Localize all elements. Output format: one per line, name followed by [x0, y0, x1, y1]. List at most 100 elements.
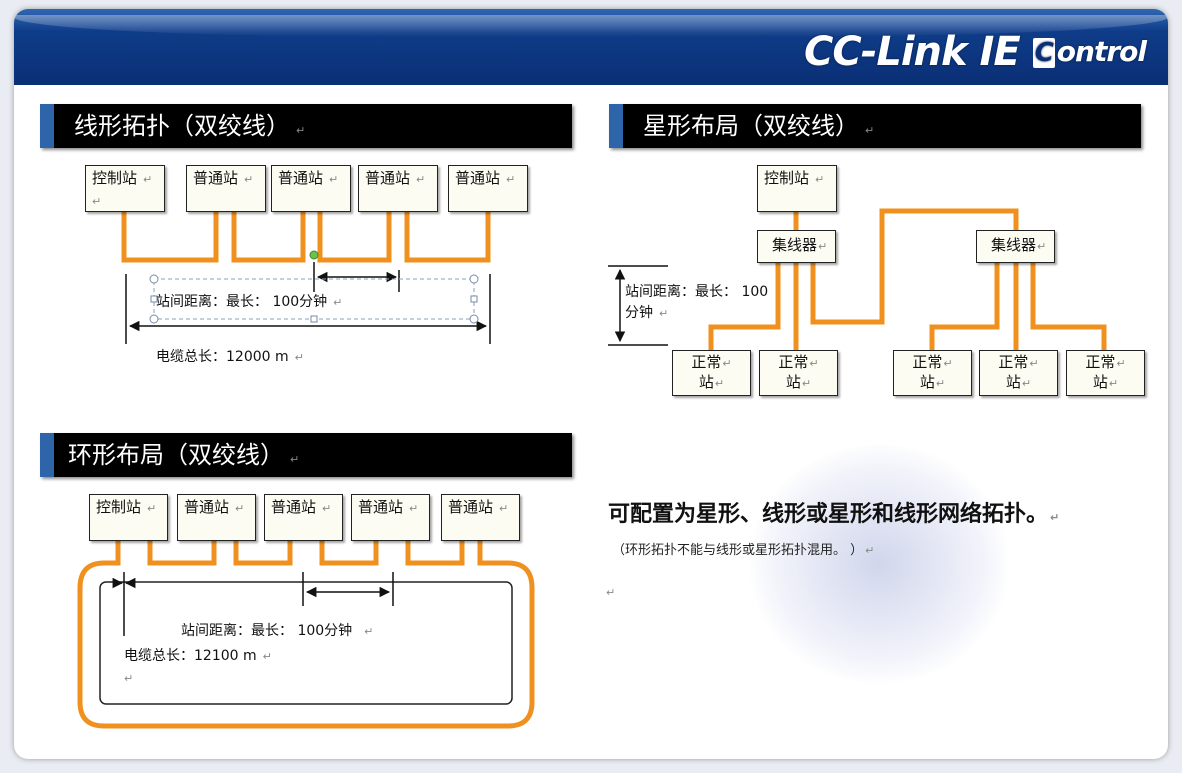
station-label-line1: 正常 — [1085, 353, 1116, 371]
hub-label: 集线器 — [991, 236, 1037, 254]
paragraph-mark: ↵ — [124, 672, 134, 685]
paragraph-mark: ↵ — [329, 173, 339, 186]
ring-topology-cables — [77, 541, 535, 729]
paragraph-mark: ↵ — [364, 625, 374, 638]
ring-topology-title-text: 环形布局（双绞线） — [68, 441, 284, 469]
paragraph-mark: ↵ — [1050, 511, 1060, 524]
star-station-control: 控制站 ↵ — [757, 165, 837, 212]
ring-outer-loop — [77, 541, 535, 729]
paragraph-mark: ↵ — [714, 377, 725, 390]
paragraph-mark: ↵ — [322, 502, 332, 515]
star-normal-station-3: 正常↵站↵ — [893, 350, 972, 396]
ring-cable-segment-2 — [233, 541, 293, 566]
paragraph-mark: ↵ — [865, 124, 875, 137]
paragraph-mark: ↵ — [506, 173, 516, 186]
paragraph-mark: ↵ — [815, 173, 825, 186]
paragraph-mark: ↵ — [935, 377, 946, 390]
station-label-line1: 正常 — [912, 353, 943, 371]
handle-tl — [149, 274, 159, 284]
ring-cable-total-text: 电缆总长：12100 m — [124, 648, 257, 664]
background-glow — [749, 444, 1009, 684]
line-cable-segment-1 — [121, 212, 219, 263]
paragraph-mark: ↵ — [606, 586, 616, 599]
ring-cable-segment-4 — [405, 541, 465, 566]
station-label-line2: 站 — [919, 373, 935, 391]
star-topology-title-text: 星形布局（双绞线） — [643, 112, 859, 140]
paragraph-mark: ↵ — [809, 357, 819, 370]
ring-station-normal-4: 普通站 ↵ — [441, 494, 520, 541]
line-station-normal-3: 普通站 ↵ — [358, 165, 438, 212]
line-station-control: 控制站 ↵ ↵ — [85, 165, 165, 212]
station-label: 普通站 — [448, 498, 494, 516]
paragraph-mark: ↵ — [1037, 240, 1047, 253]
ring-station-normal-2: 普通站 ↵ — [264, 494, 343, 541]
star-hub-1: 集线器↵ — [757, 230, 836, 263]
line-station-normal-2: 普通站 ↵ — [271, 165, 351, 212]
paragraph-mark: ↵ — [416, 173, 426, 186]
paragraph-mark: ↵ — [943, 357, 953, 370]
paragraph-mark: ↵ — [499, 502, 509, 515]
ring-station-normal-1: 普通站↵ — [177, 494, 256, 541]
ring-inner-box — [99, 581, 513, 705]
handle-bl — [149, 314, 159, 324]
star-cable-hub1-hub2 — [810, 208, 1019, 325]
paragraph-mark: ↵ — [143, 173, 153, 186]
station-label-line1: 正常 — [998, 353, 1029, 371]
paragraph-mark: ↵ — [1116, 357, 1126, 370]
station-label: 普通站 — [271, 498, 317, 516]
star-cable-hub2-station5 — [1030, 263, 1107, 350]
handle-tr — [469, 274, 479, 284]
line-station-distance-text: 站间距离：最长： 100分钟 — [156, 294, 328, 310]
ring-cable-segment-1 — [147, 541, 217, 566]
station-label: 普通站 — [365, 169, 411, 187]
star-normal-station-4: 正常↵站↵ — [979, 350, 1058, 396]
line-topology-title-text: 线形拓扑（双绞线） — [74, 112, 290, 140]
paragraph-mark: ↵ — [244, 173, 254, 186]
paragraph-mark: ↵ — [235, 502, 245, 515]
paragraph-mark: ↵ — [1108, 377, 1119, 390]
line-cable-segment-4 — [404, 212, 491, 263]
station-label: 普通站 — [358, 498, 404, 516]
star-topology-title: 星形布局（双绞线） ↵ — [609, 104, 1141, 148]
handle-bm — [310, 315, 318, 323]
line-cable-segment-3 — [317, 212, 392, 263]
ring-cable-segment-3 — [319, 541, 379, 566]
paragraph-mark: ↵ — [818, 240, 828, 253]
line-topology-title: 线形拓扑（双绞线） ↵ — [40, 104, 572, 148]
summary-note-content: （环形拓扑不能与线形或星形拓扑混用。 ） — [612, 543, 864, 558]
station-label: 控制站 — [764, 169, 810, 187]
station-label-line2: 站 — [698, 373, 714, 391]
line-cable-total-text: 电缆总长：12000 m — [156, 349, 289, 365]
paragraph-mark: ↵ — [659, 307, 669, 320]
ring-station-control: 控制站↵ — [89, 494, 168, 541]
summary-text-content: 可配置为星形、线形或星形和线形网络拓扑。 — [608, 502, 1049, 527]
star-station-distance-line1: 站间距离：最长： 100 — [625, 284, 769, 300]
paragraph-mark: ↵ — [296, 124, 306, 137]
logo-suffix-text: ontrol — [1056, 35, 1147, 68]
line-topology-cables — [121, 212, 491, 263]
summary-text: 可配置为星形、线形或星形和线形网络拓扑。↵ — [608, 496, 1059, 528]
star-cable-hub2-station3 — [929, 263, 1000, 350]
station-label-line2: 站 — [1005, 373, 1021, 391]
line-station-normal-4: 普通站↵ — [448, 165, 528, 212]
paragraph-mark: ↵ — [1029, 357, 1039, 370]
ring-cable-total-label: 电缆总长：12100 m ↵ — [124, 645, 272, 665]
paragraph-mark: ↵ — [290, 453, 300, 466]
star-normal-station-2: 正常↵站↵ — [759, 350, 838, 396]
station-label: 控制站 — [92, 169, 138, 187]
paragraph-mark: ↵ — [92, 195, 102, 208]
line-selection-handles — [149, 250, 479, 324]
station-label-line1: 正常 — [691, 353, 722, 371]
station-label: 普通站 — [193, 169, 239, 187]
station-label: 普通站 — [278, 169, 324, 187]
handle-mr — [470, 295, 478, 303]
star-hub-2: 集线器↵ — [976, 230, 1055, 263]
station-label: 控制站 — [96, 498, 142, 516]
line-station-distance-label: 站间距离：最长： 100分钟↵ — [156, 291, 342, 311]
ring-station-distance-label: 站间距离：最长： 100分钟↵ — [181, 620, 373, 640]
station-label-line2: 站 — [1092, 373, 1108, 391]
paragraph-mark: ↵ — [262, 650, 272, 663]
ring-topology-title: 环形布局（双绞线） ↵ — [40, 433, 572, 477]
